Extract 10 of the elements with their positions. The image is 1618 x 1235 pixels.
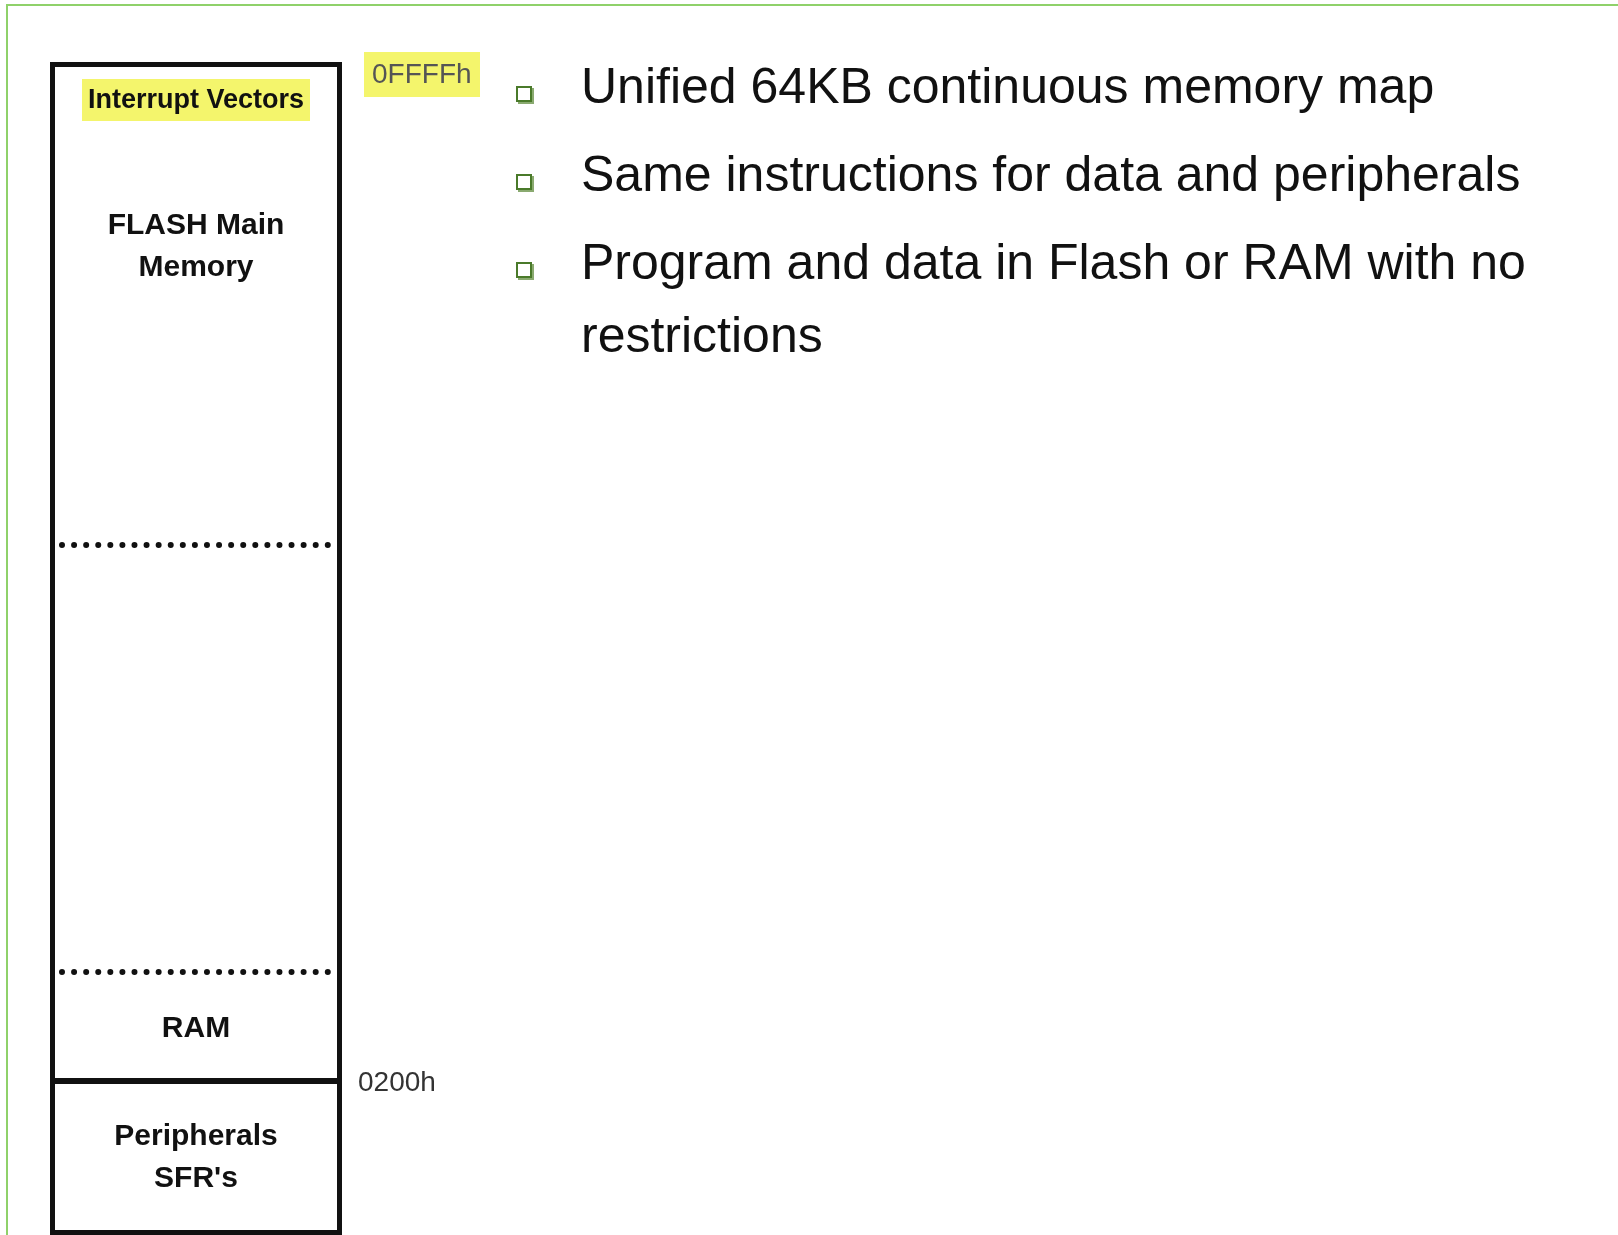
region-label: Interrupt Vectors xyxy=(81,79,311,121)
address-label: 0FFFFh xyxy=(364,52,480,97)
bullet-text: Same instructions for data and peripherals xyxy=(581,145,1521,204)
region-label: Peripherals SFR's xyxy=(113,1117,279,1195)
bullet-text: Unified 64KB continuous memory map xyxy=(581,57,1435,116)
region-label: FLASH Main Memory xyxy=(106,206,286,284)
address-label: 0200h xyxy=(358,1065,436,1099)
region-label: RAM xyxy=(161,1009,231,1045)
memory-map-column xyxy=(50,62,342,1235)
bullet-text: Program and data in Flash or RAM with no restrictions xyxy=(581,233,1527,365)
